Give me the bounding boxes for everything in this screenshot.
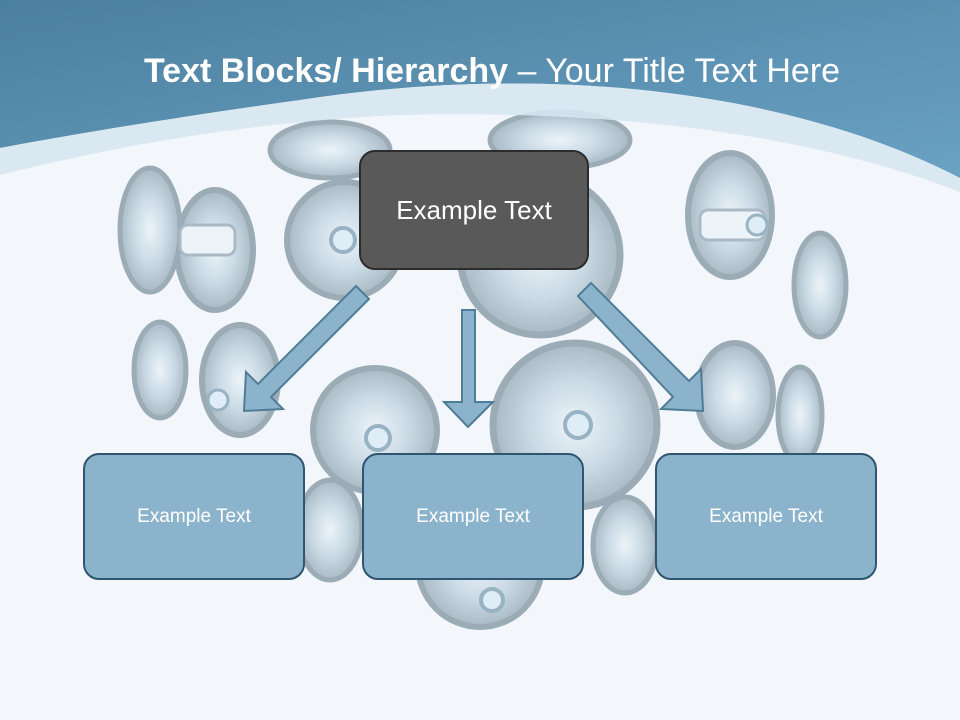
- arrow-down-center: [441, 309, 496, 429]
- header-band: [0, 0, 960, 178]
- root-text-box[interactable]: Example Text: [359, 150, 589, 270]
- header-wave-highlight: [0, 83, 960, 192]
- arrow-down-right: [576, 281, 705, 413]
- slide-title: Text Blocks/ Hierarchy – Your Title Text…: [0, 52, 960, 91]
- arrow-down-left: [242, 284, 371, 413]
- hierarchy-arrows: [242, 281, 705, 429]
- child-text-box-right[interactable]: Example Text: [655, 453, 877, 580]
- child-text-box-left[interactable]: Example Text: [83, 453, 305, 580]
- child-text-box-center[interactable]: Example Text: [362, 453, 584, 580]
- title-rest: – Your Title Text Here: [508, 52, 841, 90]
- title-bold: Text Blocks/ Hierarchy: [143, 52, 509, 90]
